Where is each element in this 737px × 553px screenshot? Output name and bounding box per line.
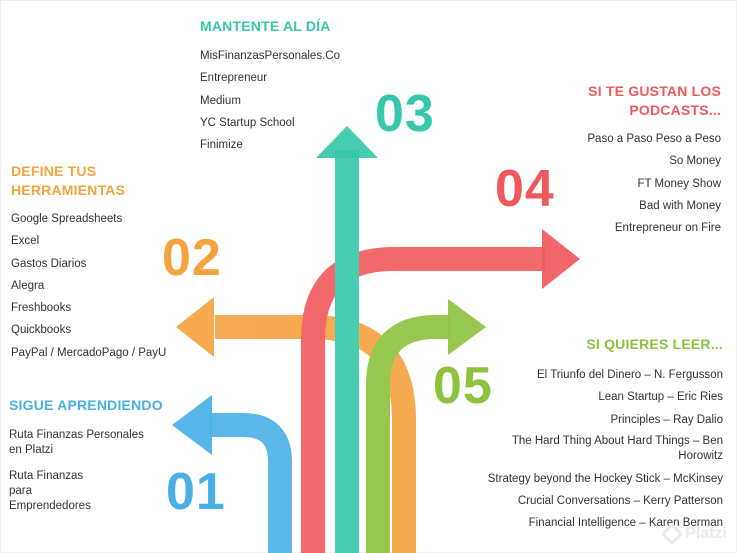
section-02-heading-line: DEFINE TUS [11, 163, 97, 179]
list-item: PayPal / MercadoPago / PayU [11, 346, 167, 359]
list-item: Strategy beyond the Hockey Stick – McKin… [487, 472, 723, 485]
arrow-01-head [172, 395, 212, 455]
section-02-heading-line: HERRAMIENTAS [11, 182, 126, 198]
section-01-item: Ruta Finanzas para Emprendedores [9, 470, 91, 512]
platzi-watermark-text: Platzi [685, 525, 727, 542]
section-05-number: 05 [433, 357, 493, 415]
list-item: The Hard Thing About Hard Things – Ben H… [511, 434, 723, 462]
list-item: Paso a Paso Peso a Peso [587, 133, 721, 145]
list-item: Gastos Diarios [11, 257, 87, 270]
section-04-number: 04 [495, 160, 555, 218]
list-item: Entrepreneur on Fire [614, 222, 721, 235]
arrow-01 [210, 413, 292, 553]
list-item: Principles – Ray Dalio [610, 413, 724, 426]
list-item: Medium [200, 94, 241, 107]
section-03-number: 03 [375, 85, 435, 143]
section-01-item: Ruta Finanzas Personales en Platzi [9, 429, 144, 456]
list-item: Financial Intelligence – Karen Berman [528, 517, 723, 530]
platzi-watermark: Platzi [660, 522, 727, 546]
section-05-list: El Triunfo del Dinero – N. Fergusson Lea… [473, 364, 723, 535]
list-item: FT Money Show [637, 177, 721, 190]
list-item: Bad with Money [639, 199, 721, 212]
section-02-list: Google Spreadsheets Excel Gastos Diarios… [11, 208, 166, 364]
list-item: So Money [669, 155, 721, 168]
list-item: Google Spreadsheets [11, 213, 123, 225]
section-04-heading: SI TE GUSTAN LOS PODCASTS... [588, 82, 721, 120]
arrow-04-head [542, 229, 580, 289]
list-item: MisFinanzasPersonales.Co [200, 50, 340, 62]
list-item: Entrepreneur [200, 72, 268, 85]
list-item: Lean Startup – Eric Ries [598, 391, 723, 404]
section-04-heading-line: SI TE GUSTAN LOS [588, 83, 721, 99]
section-03-heading: MANTENTE AL DÍA [200, 18, 331, 34]
section-02-number: 02 [162, 229, 222, 287]
section-01-number: 01 [166, 463, 226, 521]
section-04-list: Paso a Paso Peso a Peso So Money FT Mone… [587, 128, 721, 239]
list-item: Quickbooks [11, 324, 72, 337]
section-01-heading: SIGUE APRENDIENDO [9, 397, 163, 413]
arrow-05-head [448, 299, 486, 355]
list-item: Freshbooks [11, 302, 72, 315]
list-item: El Triunfo del Dinero – N. Fergusson [536, 369, 723, 381]
section-03-list: MisFinanzasPersonales.Co Entrepreneur Me… [200, 45, 340, 156]
platzi-logo-icon [660, 522, 684, 546]
list-item: Alegra [11, 279, 45, 292]
section-05-heading: SI QUIERES LEER... [586, 336, 723, 352]
list-item: YC Startup School [200, 116, 295, 129]
list-item: Finimize [200, 139, 243, 152]
section-02-heading: DEFINE TUS HERRAMIENTAS [11, 162, 125, 200]
arrow-02-head [176, 297, 214, 357]
section-04-heading-line: PODCASTS... [629, 102, 721, 118]
arrow-03-head [316, 126, 378, 158]
list-item: Crucial Conversations – Kerry Patterson [517, 495, 723, 508]
arrow-05 [366, 315, 450, 553]
arrow-04 [301, 247, 545, 553]
list-item: Excel [11, 235, 40, 248]
